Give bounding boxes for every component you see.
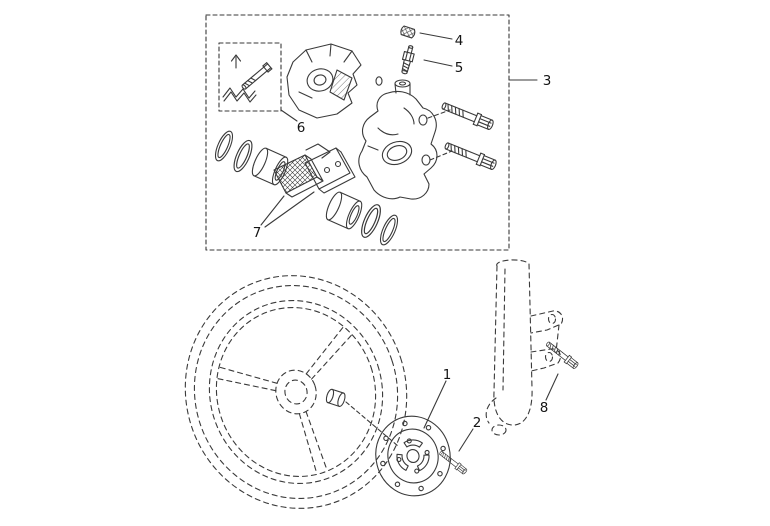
axle-axis-line — [345, 401, 399, 447]
assembly-boundary-box — [205, 14, 510, 251]
leader-line-5 — [423, 59, 453, 67]
callout-3: 3 — [543, 73, 552, 89]
caliper-bracket — [286, 43, 362, 119]
leader-line-1 — [423, 380, 447, 429]
pad-spring — [223, 91, 257, 103]
callout-1: 1 — [443, 367, 452, 383]
callout-8: 8 — [540, 400, 549, 416]
pad-spring — [222, 87, 256, 99]
pad-shim — [305, 143, 331, 159]
pad-pin-kit-group — [222, 54, 273, 103]
callout-4: 4 — [455, 33, 464, 49]
disc-cutout — [403, 439, 423, 448]
leader-line-8 — [545, 373, 559, 401]
direction-arrow-icon — [230, 54, 242, 69]
wheel-spokes — [217, 326, 352, 474]
callout-6: 6 — [297, 120, 306, 136]
caliper-body — [358, 76, 453, 200]
callout-7: 7 — [253, 225, 262, 241]
brake-disc — [375, 415, 451, 497]
wheel-hub — [275, 369, 317, 415]
mount-bolt — [544, 339, 580, 371]
caliper-mount-bracket — [530, 310, 564, 372]
caliper-bolt — [439, 99, 496, 132]
leader-line-6 — [280, 109, 298, 122]
leader-line-7 — [260, 195, 285, 226]
front-wheel — [184, 275, 408, 509]
brake-pad-backplate — [304, 147, 351, 190]
callout-5: 5 — [455, 60, 464, 76]
fork-leg — [485, 259, 533, 436]
pad-pin-kit-box — [218, 42, 282, 112]
brake-pads-group — [273, 143, 356, 198]
disc-cutout — [416, 454, 430, 472]
axle-parts — [325, 388, 399, 447]
bleed-valve — [401, 45, 415, 75]
leader-line-4 — [419, 32, 453, 40]
dust-seal — [376, 212, 402, 248]
pad-pin — [241, 62, 273, 90]
bleed-screw-cap — [400, 25, 416, 39]
callout-2: 2 — [473, 415, 482, 431]
caliper-bolt — [442, 139, 499, 172]
disc-bolt — [437, 449, 469, 476]
leader-line-7 — [264, 191, 315, 228]
caliper-piston — [322, 189, 366, 232]
leader-line-2 — [458, 428, 474, 452]
piston-seal — [211, 128, 237, 164]
disc-cutout — [396, 453, 409, 471]
dust-seal — [229, 137, 257, 175]
axle-spacer — [325, 388, 346, 407]
